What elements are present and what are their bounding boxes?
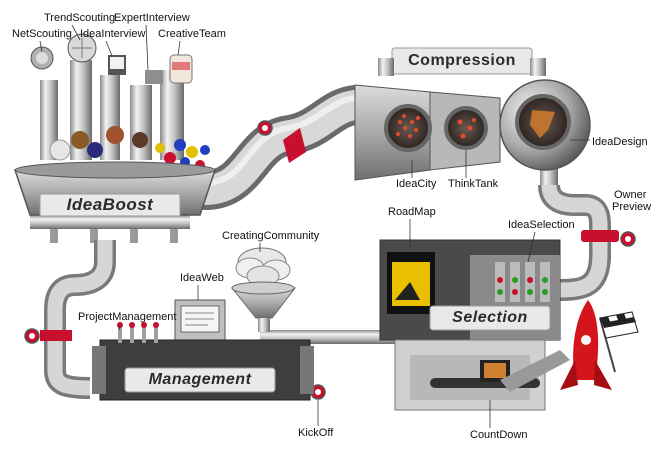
selection-station (379, 239, 570, 411)
selection-plate: Selection (452, 309, 528, 326)
ideaweb-monitor (174, 299, 226, 341)
creating-community-funnel (230, 247, 297, 332)
launch-rocket (560, 300, 639, 390)
label-trend-scouting: TrendScouting (44, 12, 116, 24)
compression-plate: Compression (408, 52, 516, 69)
red-band-2 (581, 230, 619, 242)
label-idea-interview: IdeaInterview (80, 28, 146, 40)
label-creative-team: CreativeTeam (158, 28, 226, 40)
label-think-tank: ThinkTank (448, 178, 499, 190)
red-band-3 (40, 330, 72, 341)
label-idea-city: IdeaCity (396, 178, 437, 190)
red-band-1 (283, 128, 306, 163)
label-net-scouting: NetScouting (12, 28, 72, 40)
label-owner-preview-1: Owner (614, 189, 647, 201)
label-idea-web: IdeaWeb (180, 272, 224, 284)
label-count-down: CountDown (470, 429, 528, 441)
ideaboost-station (13, 33, 217, 217)
label-project-management: ProjectManagement (78, 311, 177, 323)
label-road-map: RoadMap (388, 206, 436, 218)
label-idea-selection: IdeaSelection (508, 219, 575, 231)
management-station (92, 322, 314, 401)
label-owner-preview-2: Preview (612, 201, 652, 213)
label-creating-community: CreatingCommunity (222, 230, 320, 242)
management-plate: Management (148, 371, 252, 388)
label-idea-design: IdeaDesign (592, 136, 648, 148)
checkered-flag (599, 311, 639, 373)
label-expert-interview: ExpertInterview (114, 12, 190, 24)
label-kick-off: KickOff (298, 427, 334, 439)
compression-station (354, 47, 591, 181)
ideaboost-plate: IdeaBoost (66, 195, 154, 214)
